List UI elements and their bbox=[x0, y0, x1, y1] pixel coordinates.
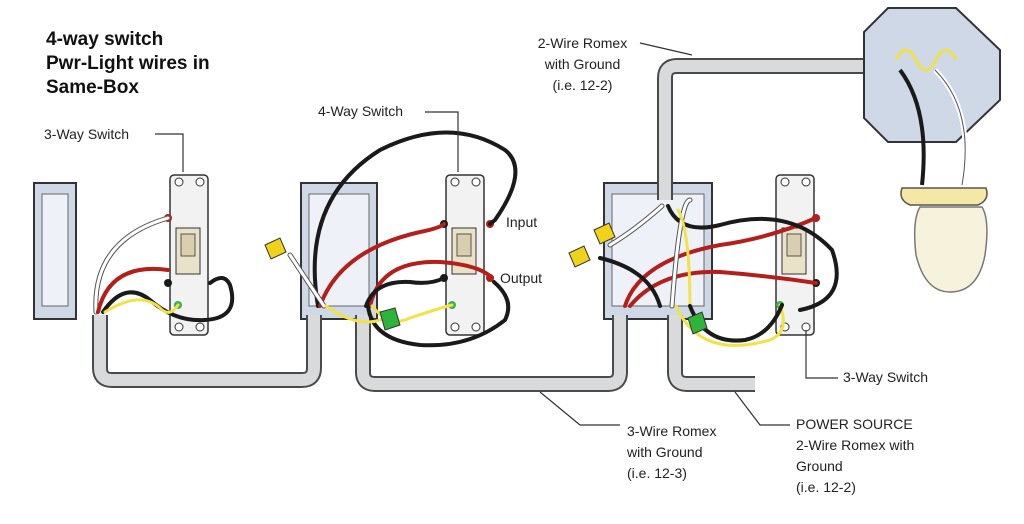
label-power-source-line-4: (i.e. 12-2) bbox=[796, 479, 856, 495]
box-left bbox=[33, 182, 77, 320]
label-power-source-line-2: 2-Wire Romex with bbox=[796, 437, 915, 453]
label-romex-top: 2-Wire Romex with Ground (i.e. 12-2) bbox=[525, 33, 640, 96]
label-power-source-line-3: Ground bbox=[796, 458, 843, 474]
title-line-3: Same-Box bbox=[46, 77, 139, 98]
wire-nuts bbox=[264, 222, 708, 335]
label-romex-bottom-line-1: 3-Wire Romex bbox=[627, 423, 717, 439]
light-fixture bbox=[863, 7, 1001, 293]
label-power-source: POWER SOURCE 2-Wire Romex with Ground (i… bbox=[796, 414, 914, 498]
label-romex-top-line-1: 2-Wire Romex bbox=[537, 35, 628, 51]
wires bbox=[93, 130, 839, 348]
switch-left-body bbox=[164, 174, 209, 336]
label-3-way-switch-right: 3-Way Switch bbox=[843, 369, 929, 385]
diagram-title: 4-way switch Pwr-Light wires in Same-Box bbox=[46, 28, 210, 100]
romex-cables bbox=[92, 58, 870, 392]
label-power-source-line-1: POWER SOURCE bbox=[796, 416, 913, 432]
label-4-way-switch: 4-Way Switch bbox=[318, 103, 404, 119]
label-romex-bottom-line-3: (i.e. 12-3) bbox=[627, 465, 687, 481]
label-3-way-switch-left: 3-Way Switch bbox=[44, 126, 130, 142]
switch-middle-body bbox=[440, 174, 494, 336]
label-input: Input bbox=[506, 214, 538, 230]
label-romex-bottom: 3-Wire Romex with Ground (i.e. 12-3) bbox=[627, 421, 716, 484]
title-line-1: 4-way switch bbox=[46, 29, 164, 50]
label-romex-top-line-3: (i.e. 12-2) bbox=[552, 77, 613, 93]
title-line-2: Pwr-Light wires in bbox=[46, 53, 210, 74]
leader-lines bbox=[155, 42, 838, 426]
label-output: Output bbox=[500, 270, 543, 286]
label-romex-top-line-2: with Ground bbox=[544, 56, 621, 72]
switch-right-body bbox=[775, 174, 820, 336]
label-romex-bottom-line-2: with Ground bbox=[627, 444, 703, 460]
